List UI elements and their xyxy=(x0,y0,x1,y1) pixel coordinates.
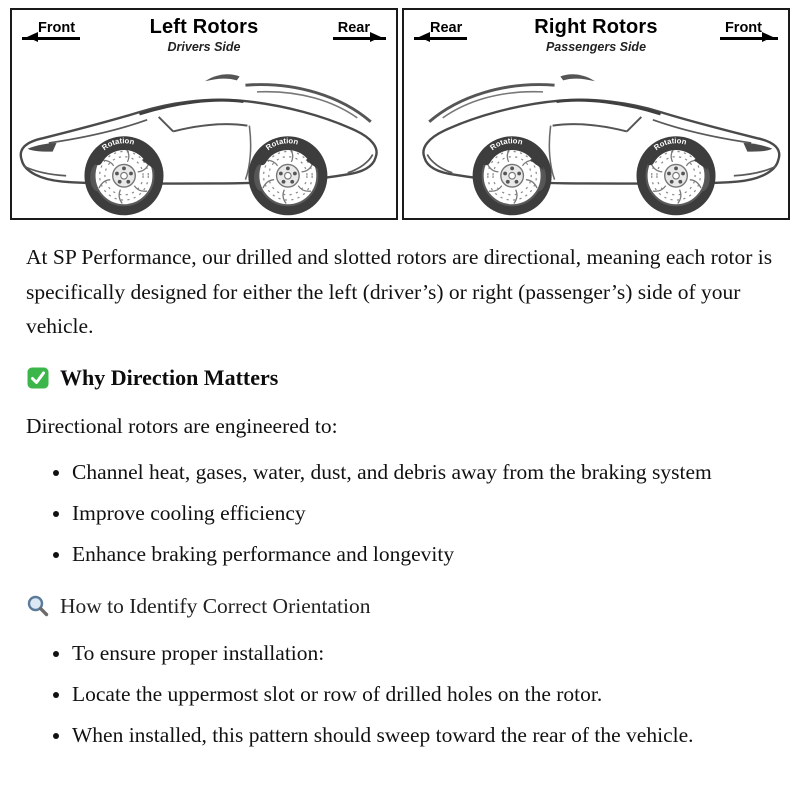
front-direction-arrow: Front xyxy=(719,20,778,42)
left-arrowhead-icon xyxy=(419,32,430,42)
direction-label: Front xyxy=(724,20,762,36)
left-panel-header: Front Left Rotors Drivers Side Rear xyxy=(16,14,392,62)
section-lead: Directional rotors are engineered to: xyxy=(26,414,338,439)
car-illustration-left: Rotation Rotation xyxy=(16,62,392,218)
rear-direction-arrow: Rear xyxy=(414,20,468,42)
orientation-steps-list: To ensure proper installation: Locate th… xyxy=(26,637,774,753)
section-heading-identify-orientation: How to Identify Correct Orientation xyxy=(26,594,774,619)
benefits-list: Channel heat, gases, water, dust, and de… xyxy=(26,456,774,572)
section-heading-why-direction-matters: Why Direction Matters xyxy=(26,365,774,391)
panel-subtitle: Drivers Side xyxy=(167,40,241,54)
panel-subtitle: Passengers Side xyxy=(545,40,647,54)
panel-title: Right Rotors xyxy=(534,16,658,38)
right-panel-header: Rear Right Rotors Passengers Side Front xyxy=(408,14,784,62)
section-heading-text: Why Direction Matters xyxy=(60,365,279,391)
bullet-item: To ensure proper installation: xyxy=(72,637,774,671)
front-direction-arrow: Front xyxy=(22,20,81,42)
check-icon xyxy=(26,366,50,390)
bullet-item: Channel heat, gases, water, dust, and de… xyxy=(72,456,774,490)
right-rotors-panel: Rear Right Rotors Passengers Side Front … xyxy=(402,8,790,221)
direction-label: Front xyxy=(38,20,76,36)
bullet-item: Improve cooling efficiency xyxy=(72,497,774,531)
section-heading-text: How to Identify Correct Orientation xyxy=(60,593,371,618)
magnifier-icon xyxy=(26,594,50,618)
bullet-item: Enhance braking performance and longevit… xyxy=(72,538,774,572)
right-arrowhead-icon xyxy=(762,32,773,42)
rear-direction-arrow: Rear xyxy=(332,20,386,42)
rotor-direction-diagram: Front Left Rotors Drivers Side Rear Rota… xyxy=(10,8,790,221)
direction-label: Rear xyxy=(430,20,463,36)
right-arrowhead-icon xyxy=(370,32,381,42)
bullet-item: When installed, this pattern should swee… xyxy=(72,719,774,753)
left-rotors-panel: Front Left Rotors Drivers Side Rear Rota… xyxy=(10,8,398,221)
panel-titles: Left Rotors Drivers Side xyxy=(150,16,259,54)
panel-titles: Right Rotors Passengers Side xyxy=(534,16,658,54)
direction-label: Rear xyxy=(337,20,370,36)
panel-title: Left Rotors xyxy=(149,16,259,38)
left-arrowhead-icon xyxy=(27,32,38,42)
intro-paragraph: At SP Performance, our drilled and slott… xyxy=(26,245,773,338)
article-body: At SP Performance, our drilled and slott… xyxy=(10,220,790,752)
car-illustration-right: Rotation Rotation xyxy=(408,62,784,218)
bullet-item: Locate the uppermost slot or row of dril… xyxy=(72,678,774,712)
